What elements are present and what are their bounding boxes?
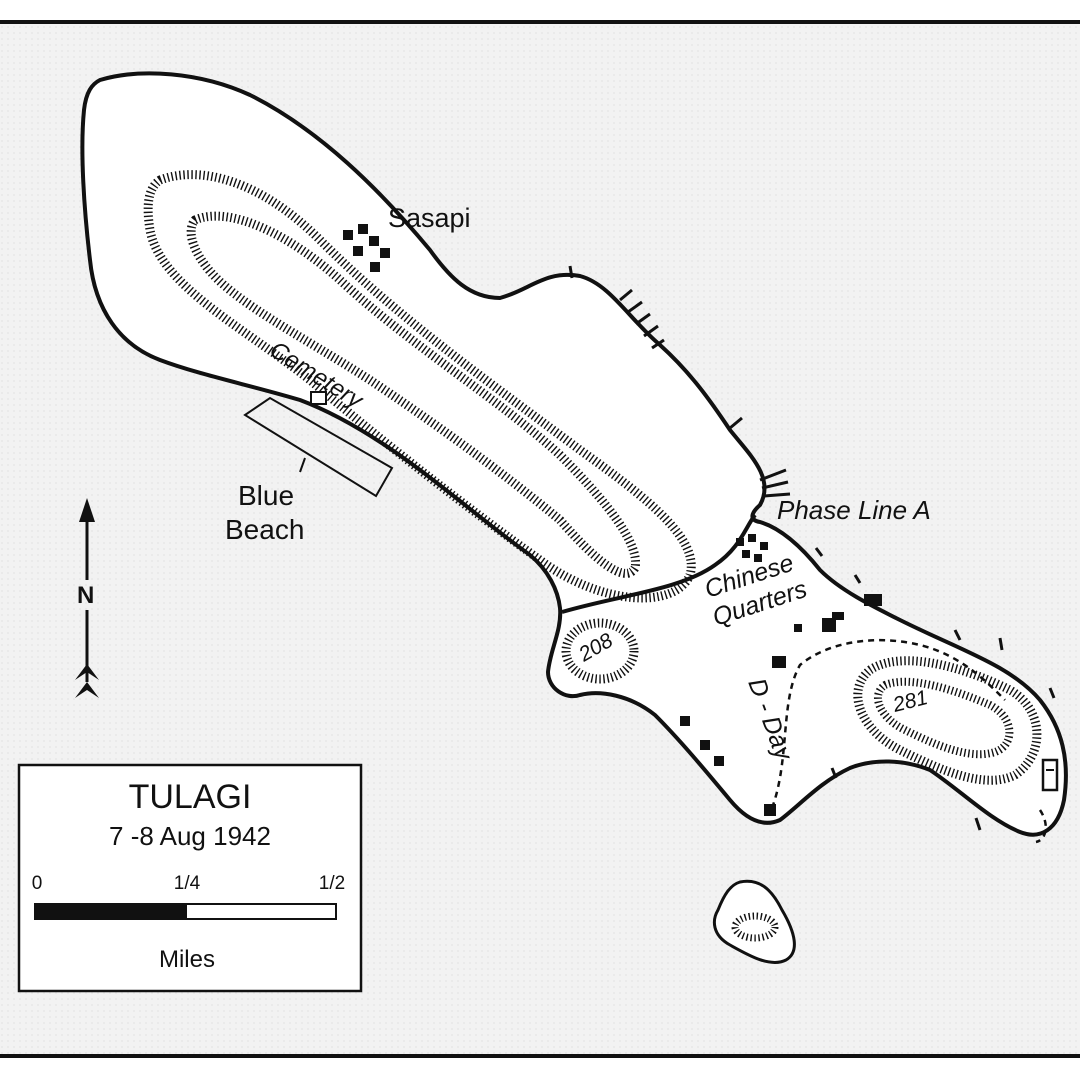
d-day-route-end bbox=[1035, 809, 1048, 844]
main-ridge-inner-contour bbox=[186, 211, 641, 578]
shoreline-ticks bbox=[568, 265, 1056, 831]
phase-line-a bbox=[561, 513, 757, 614]
d-day-route bbox=[770, 638, 1006, 809]
legend-scale-tick-half: 1/2 bbox=[319, 873, 345, 894]
legend-scale-tick-quarter: 1/4 bbox=[174, 873, 201, 894]
label-sasapi: Sasapi bbox=[388, 203, 471, 233]
label-phase-line-a: Phase Line A bbox=[777, 495, 931, 525]
main-ridge-outer-contour bbox=[143, 170, 696, 603]
tulagi-island-outline bbox=[80, 71, 1068, 837]
legend-date: 7 -8 Aug 1942 bbox=[109, 821, 271, 851]
building-icon bbox=[1041, 758, 1059, 792]
label-blue-beach-line1: Blue bbox=[238, 480, 294, 511]
hill-208-contour bbox=[561, 618, 639, 684]
scale-bar-black-segment bbox=[34, 903, 187, 920]
islet-outline bbox=[712, 879, 796, 964]
legend-box: TULAGI 7 -8 Aug 1942 0 1/4 1/2 Miles bbox=[17, 763, 363, 993]
legend-scale-unit: Miles bbox=[159, 946, 215, 973]
islet-hachure bbox=[731, 912, 779, 942]
cemetery-marker bbox=[310, 391, 327, 405]
label-blue-beach-line2: Beach bbox=[225, 514, 304, 545]
blue-beach-marker bbox=[299, 457, 306, 473]
north-arrow-icon bbox=[75, 498, 99, 698]
legend-title: TULAGI bbox=[129, 778, 252, 816]
hill-281-outer-contour bbox=[853, 656, 1042, 785]
building-icon bbox=[343, 224, 882, 816]
north-label: N bbox=[77, 582, 94, 609]
scale-bar-white-segment bbox=[185, 903, 337, 920]
blue-beach-zone bbox=[243, 396, 394, 498]
legend-scale-tick-0: 0 bbox=[32, 873, 43, 894]
